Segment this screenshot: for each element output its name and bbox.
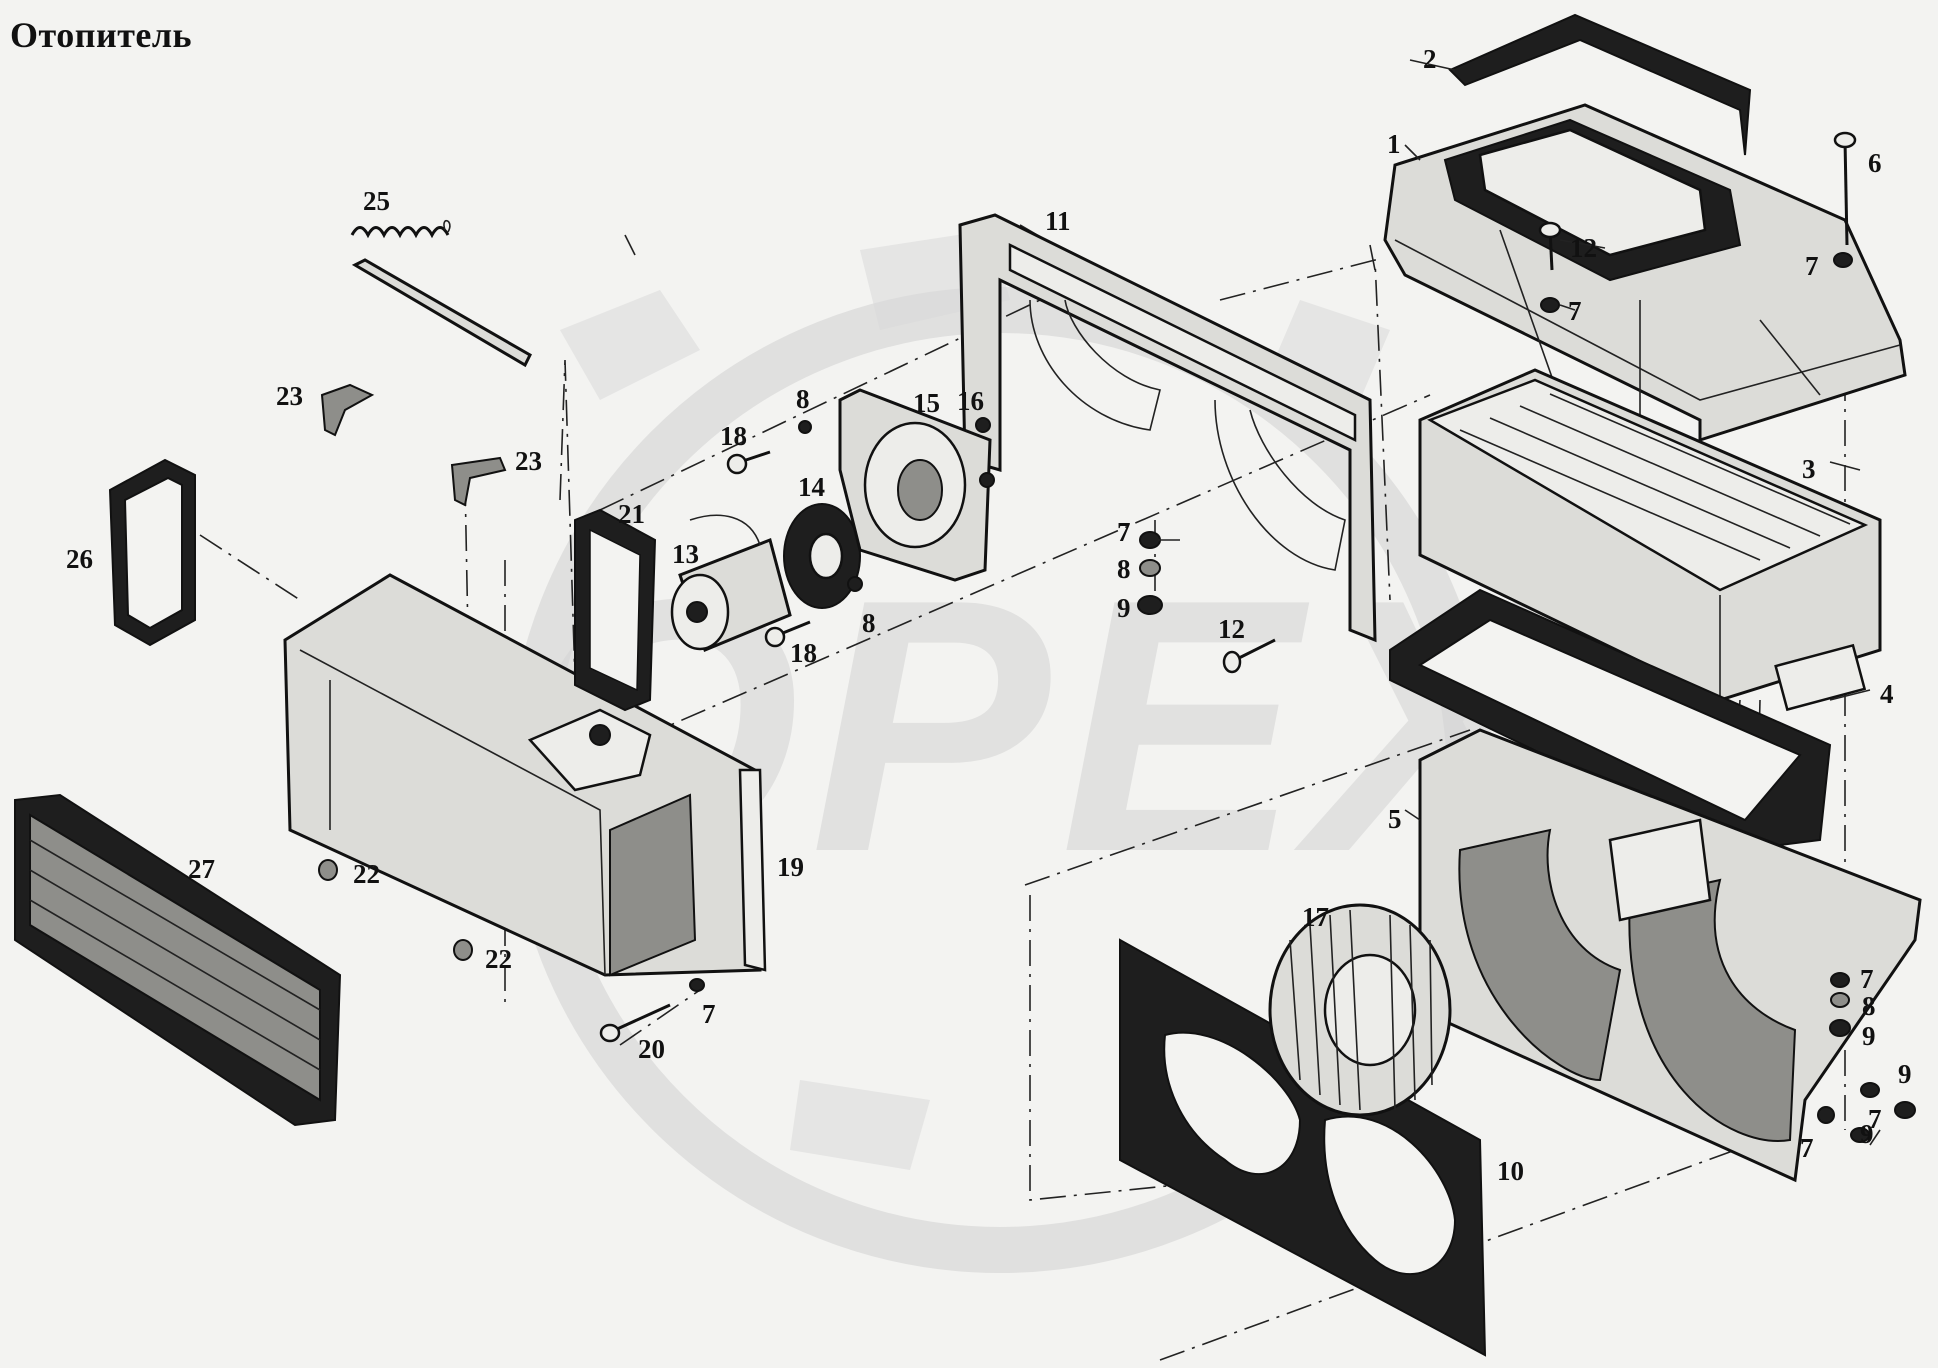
part-motor bbox=[670, 514, 792, 652]
part-upper-housing bbox=[1383, 103, 1907, 443]
fasteners bbox=[318, 131, 1916, 1143]
part-lever-arm bbox=[351, 258, 532, 368]
part-fan-housing bbox=[1418, 728, 1922, 1183]
callout-16: 16 bbox=[957, 386, 984, 416]
callout-9b: 9 bbox=[1862, 1021, 1876, 1051]
part-heater-box bbox=[283, 573, 767, 977]
callout-1: 1 bbox=[1387, 129, 1401, 159]
callout-9c: 9 bbox=[1898, 1059, 1912, 1089]
callout-labels: 1 2 3 4 5 6 7 7 7 7 7 7 7 8 8 8 8 9 9 9 … bbox=[66, 44, 1912, 1186]
part-top-gasket bbox=[1448, 13, 1752, 156]
callout-7e: 7 bbox=[1860, 964, 1874, 994]
part-lever-upper bbox=[320, 383, 375, 437]
callout-8a: 8 bbox=[796, 384, 810, 414]
callout-8c: 8 bbox=[1117, 554, 1131, 584]
callout-7g: 7 bbox=[1868, 1104, 1882, 1134]
part-lever-lower bbox=[450, 456, 507, 507]
callout-22a: 22 bbox=[353, 859, 380, 889]
callout-2: 2 bbox=[1423, 44, 1437, 74]
part-motor-mount bbox=[838, 388, 992, 582]
callout-4: 4 bbox=[1880, 679, 1894, 709]
callout-17: 17 bbox=[1302, 902, 1329, 932]
callout-9d: 9 bbox=[1860, 1119, 1874, 1149]
callout-23b: 23 bbox=[515, 446, 542, 476]
part-radiator bbox=[1418, 368, 1882, 781]
callout-25: 25 bbox=[363, 186, 390, 216]
callout-3: 3 bbox=[1802, 454, 1816, 484]
callout-13: 13 bbox=[672, 539, 699, 569]
callout-5: 5 bbox=[1388, 804, 1402, 834]
part-flange bbox=[783, 503, 861, 609]
part-lower-gasket bbox=[1389, 588, 1832, 852]
callout-9a: 9 bbox=[1117, 593, 1131, 623]
callout-23a: 23 bbox=[276, 381, 303, 411]
callout-20: 20 bbox=[638, 1034, 665, 1064]
callout-18b: 18 bbox=[790, 638, 817, 668]
callout-22b: 22 bbox=[485, 944, 512, 974]
callout-7c: 7 bbox=[1117, 517, 1131, 547]
callout-11: 11 bbox=[1045, 206, 1071, 236]
callout-7a: 7 bbox=[1805, 251, 1819, 281]
callout-7d: 7 bbox=[702, 999, 716, 1029]
callout-15: 15 bbox=[913, 388, 940, 418]
callout-7f: 7 bbox=[1800, 1133, 1814, 1163]
part-impeller bbox=[1268, 903, 1452, 1117]
part-grille bbox=[14, 793, 342, 1127]
callout-10: 10 bbox=[1497, 1156, 1524, 1186]
callout-12a: 12 bbox=[1570, 233, 1597, 263]
callout-12b: 12 bbox=[1218, 614, 1245, 644]
leader-lines bbox=[624, 59, 1881, 1146]
callout-7b: 7 bbox=[1568, 296, 1582, 326]
callout-8d: 8 bbox=[1862, 991, 1876, 1021]
callout-14: 14 bbox=[798, 472, 825, 502]
callout-26: 26 bbox=[66, 544, 93, 574]
callout-19: 19 bbox=[777, 852, 804, 882]
part-small-gasket bbox=[574, 508, 657, 712]
part-fan-plate bbox=[1119, 938, 1487, 1357]
page-title: Отопитель bbox=[10, 15, 193, 55]
callout-6: 6 bbox=[1868, 148, 1882, 178]
part-frame-26 bbox=[108, 458, 196, 647]
callout-8b: 8 bbox=[862, 608, 876, 638]
callout-18a: 18 bbox=[720, 421, 747, 451]
part-spring bbox=[350, 220, 451, 239]
callout-27: 27 bbox=[188, 854, 215, 884]
callout-21: 21 bbox=[618, 499, 645, 529]
